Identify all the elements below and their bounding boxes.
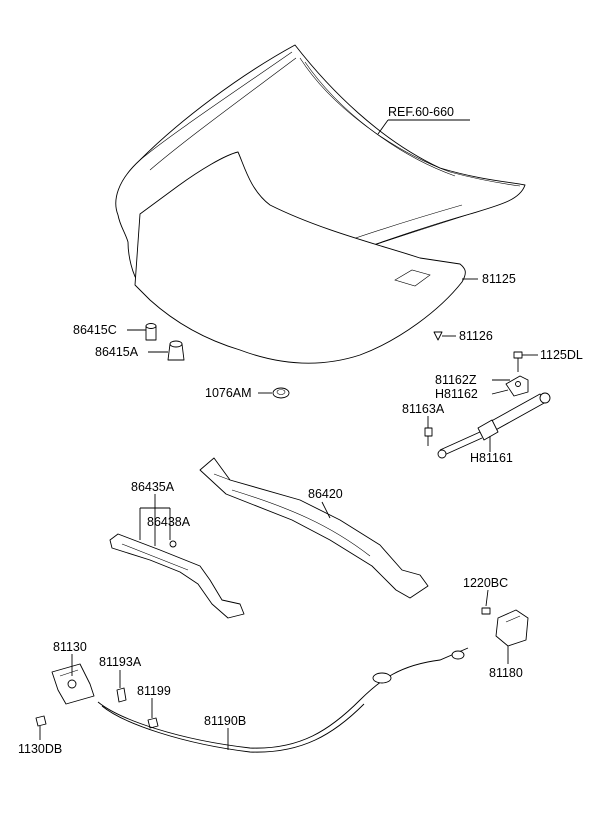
hood-insulator [134,151,466,364]
label-81162Z: 81162Z [435,373,477,387]
label-1076AM: 1076AM [205,386,252,400]
leader-lines [39,119,538,750]
label-81199: 81199 [137,684,171,698]
label-H81161: H81161 [470,451,513,465]
hood-lock-parts [35,457,529,753]
part-labels: REF.60-660 81125 86415C 86415A 81126 112… [18,105,583,756]
label-81190B: 81190B [204,714,246,728]
label-81130: 81130 [53,640,87,654]
label-86420: 86420 [308,487,343,501]
hood-strut-assembly [145,323,551,459]
label-81193A: 81193A [99,655,142,669]
label-81126: 81126 [459,329,493,343]
label-81163A: 81163A [402,402,445,416]
label-1220BC: 1220BC [463,576,508,590]
label-86435A: 86435A [131,480,175,494]
label-H81162: H81162 [435,387,478,401]
label-86438A: 86438A [147,515,191,529]
label-81180: 81180 [489,666,523,680]
label-86415C: 86415C [73,323,117,337]
label-1130DB: 1130DB [18,742,62,756]
label-1125DL: 1125DL [540,348,583,362]
label-81125: 81125 [482,272,516,286]
label-86415A: 86415A [95,345,139,359]
label-ref: REF.60-660 [388,105,454,119]
